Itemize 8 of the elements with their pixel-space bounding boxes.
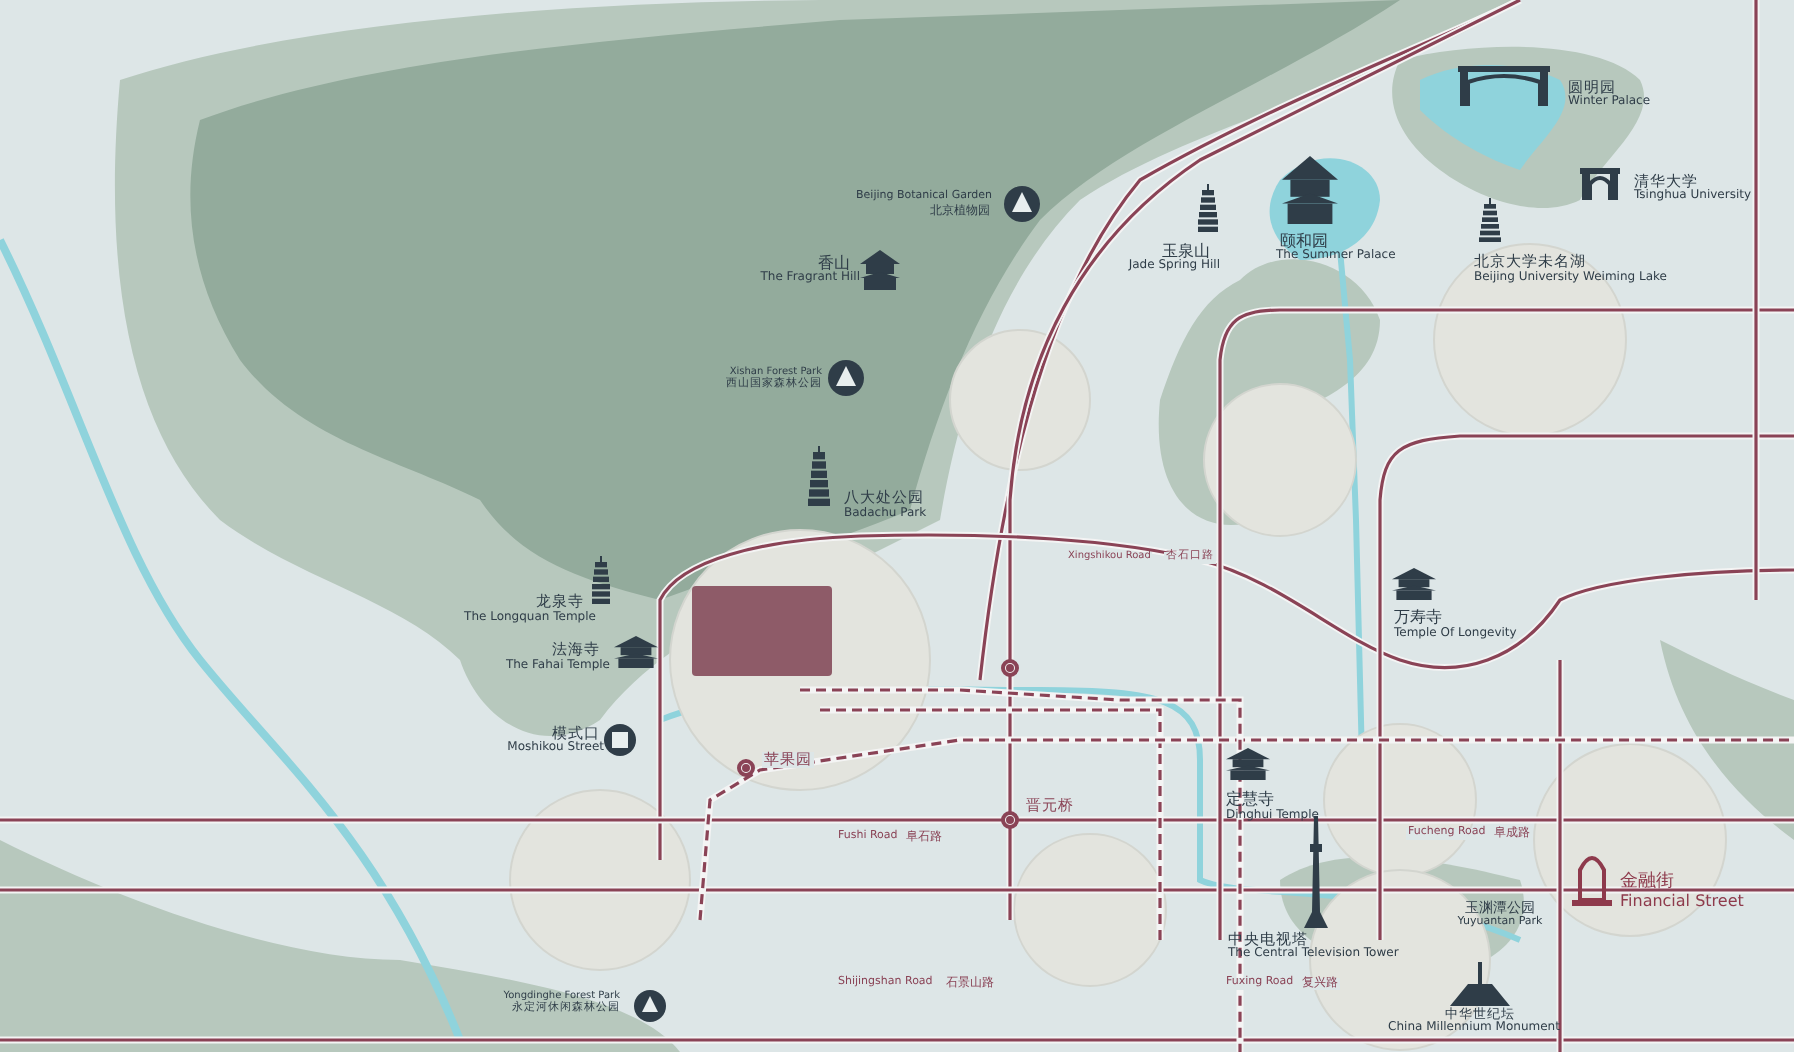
- place-label: 万寿寺: [1394, 610, 1442, 626]
- place-label: 玉泉山: [1162, 244, 1210, 260]
- project-box: [692, 586, 832, 676]
- place-label: Financial Street: [1620, 894, 1744, 910]
- place-label: 香山: [818, 256, 850, 272]
- place-label: 定慧寺: [1226, 792, 1274, 808]
- place-label: 颐和园: [1280, 234, 1328, 250]
- place-label: 金融街: [1620, 874, 1674, 892]
